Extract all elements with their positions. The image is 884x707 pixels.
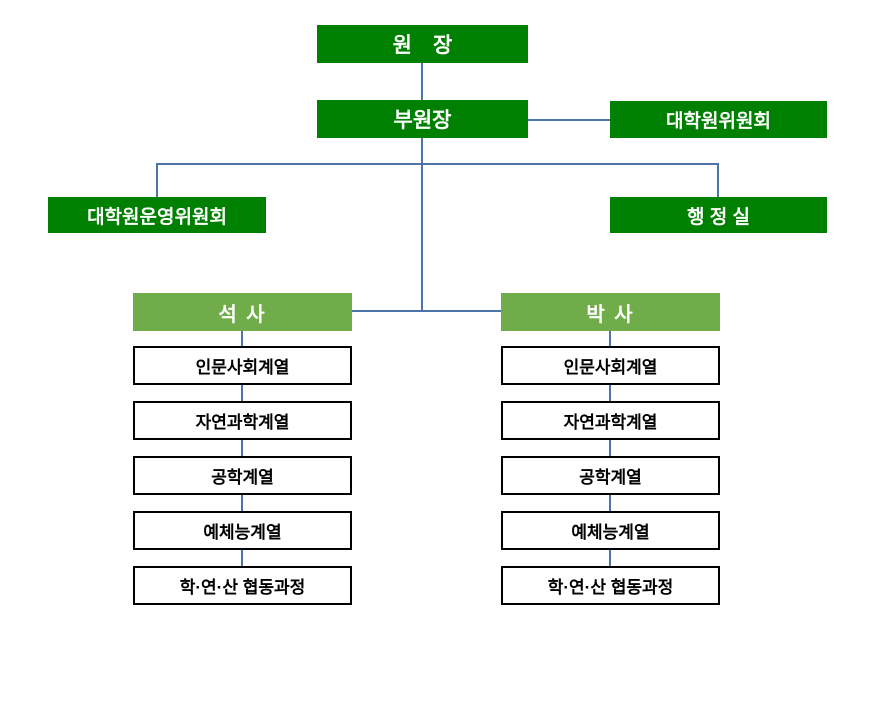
dept-box-masters-arts-sports: 예체능계열 bbox=[133, 511, 352, 550]
node-operating-committee: 대학원운영위원회 bbox=[48, 197, 266, 233]
dept-box-masters-engineering: 공학계열 bbox=[133, 456, 352, 495]
connector-dept2-dept3 bbox=[609, 440, 611, 456]
connector-dept3-dept4 bbox=[241, 495, 243, 511]
connector-deputy-committee bbox=[528, 119, 610, 121]
connector-programs-horizontal bbox=[352, 310, 501, 312]
connector-dept1-dept2 bbox=[241, 385, 243, 401]
connector-dept2-dept3 bbox=[241, 440, 243, 456]
connector-operating-committee-drop bbox=[156, 163, 158, 197]
connector-doctoral-dept1 bbox=[609, 331, 611, 346]
dept-box-masters-humanities: 인문사회계열 bbox=[133, 346, 352, 385]
connector-deputy-down bbox=[421, 138, 423, 163]
connector-dept3-dept4 bbox=[609, 495, 611, 511]
connector-horizontal-top bbox=[156, 163, 719, 165]
node-deputy-director: 부원장 bbox=[317, 100, 528, 138]
connector-masters-dept1 bbox=[241, 331, 243, 346]
node-doctoral-program: 박 사 bbox=[501, 293, 720, 331]
dept-box-doctoral-humanities: 인문사회계열 bbox=[501, 346, 720, 385]
dept-box-masters-natural-sciences: 자연과학계열 bbox=[133, 401, 352, 440]
dept-box-doctoral-natural-sciences: 자연과학계열 bbox=[501, 401, 720, 440]
connector-dept4-dept5 bbox=[241, 550, 243, 566]
node-masters-program: 석 사 bbox=[133, 293, 352, 331]
node-admin-office: 행 정 실 bbox=[610, 197, 827, 233]
connector-admin-office-drop bbox=[717, 163, 719, 197]
node-director: 원 장 bbox=[317, 25, 528, 63]
connector-dept1-dept2 bbox=[609, 385, 611, 401]
dept-box-doctoral-cooperative-program: 학·연·산 협동과정 bbox=[501, 566, 720, 605]
node-graduate-committee: 대학원위원회 bbox=[610, 101, 827, 138]
connector-dept4-dept5 bbox=[609, 550, 611, 566]
connector-center-vertical bbox=[421, 163, 423, 312]
connector-director-deputy bbox=[421, 63, 423, 100]
dept-box-doctoral-arts-sports: 예체능계열 bbox=[501, 511, 720, 550]
dept-box-masters-cooperative-program: 학·연·산 협동과정 bbox=[133, 566, 352, 605]
dept-box-doctoral-engineering: 공학계열 bbox=[501, 456, 720, 495]
